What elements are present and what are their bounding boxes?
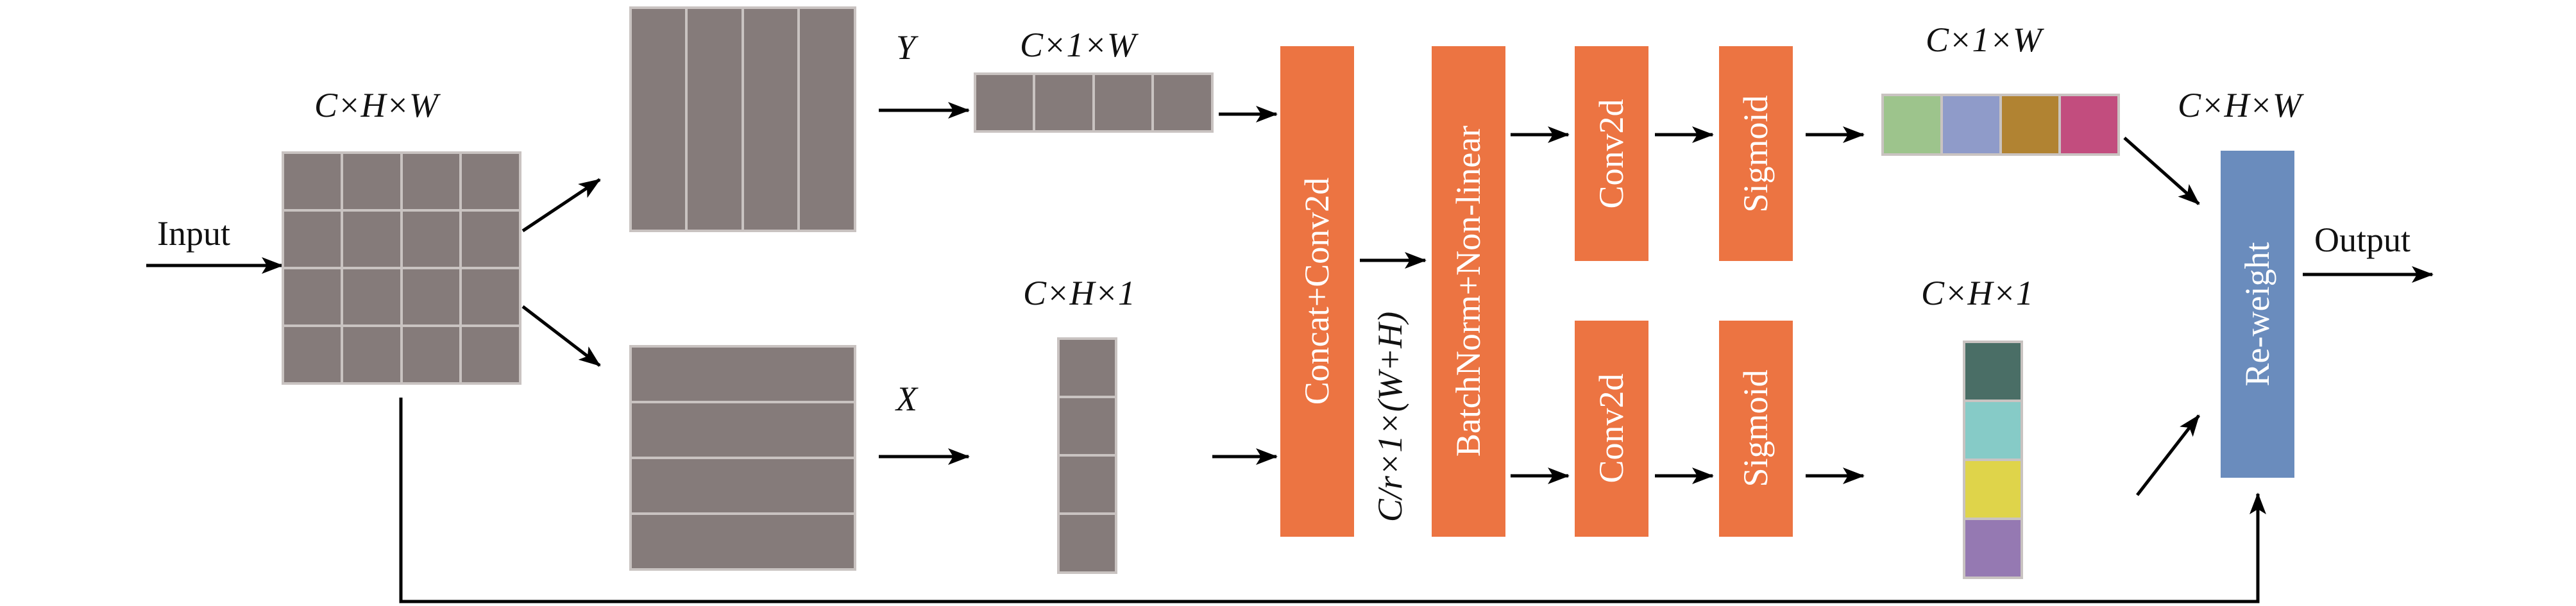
sigmoid-top-label: Sigmoid (1736, 95, 1775, 212)
split-arrow-top (521, 178, 601, 233)
input-dims-label: C×H×W (314, 86, 441, 124)
attention-vector-w (1881, 94, 2120, 156)
concat-conv-label: Concat+Conv2d (1298, 178, 1336, 405)
sigmoid-top-block (1719, 46, 1793, 261)
attn-h-to-reweight-arrow (2136, 414, 2200, 496)
output-dims-label: C×H×W (2178, 86, 2305, 124)
output-label: Output (2314, 221, 2411, 259)
concat-conv-block (1280, 46, 1354, 537)
input-label: Input (157, 214, 230, 253)
batchnorm-block (1432, 46, 1505, 537)
x-label: X (895, 380, 919, 418)
reweight-label: Re-weight (2238, 242, 2276, 387)
residual-skip-connection (399, 398, 2266, 603)
split-arrow-bottom (521, 305, 601, 367)
sigmoid-bottom-block (1719, 321, 1793, 537)
y-pooled-vector (974, 72, 1214, 133)
x-pooled-vector (1057, 337, 1117, 574)
attn-top-dims-label: C×1×W (1926, 21, 2045, 59)
attn-w-to-reweight-arrow (2123, 137, 2200, 205)
attention-vector-h (1963, 341, 2023, 579)
y-label: Y (896, 28, 919, 67)
y-vector-dims-label: C×1×W (1020, 26, 1139, 64)
conv-bottom-block (1575, 321, 1648, 537)
x-vector-dims-label: C×H×1 (1023, 274, 1135, 312)
conv-top-block (1575, 46, 1648, 261)
attn-bottom-dims-label: C×H×1 (1921, 274, 2033, 312)
input-feature-map (282, 151, 521, 385)
conv-top-label: Conv2d (1592, 99, 1631, 208)
conv-bottom-label: Conv2d (1592, 373, 1631, 483)
y-pool-feature-map (629, 6, 856, 232)
sigmoid-bottom-label: Sigmoid (1736, 369, 1775, 487)
mid-dims-label: C/r×1×(W+H) (1371, 312, 1409, 522)
batchnorm-label: BatchNorm+Non-linear (1449, 126, 1487, 457)
x-pool-feature-map (629, 345, 856, 571)
reweight-block (2221, 151, 2294, 478)
